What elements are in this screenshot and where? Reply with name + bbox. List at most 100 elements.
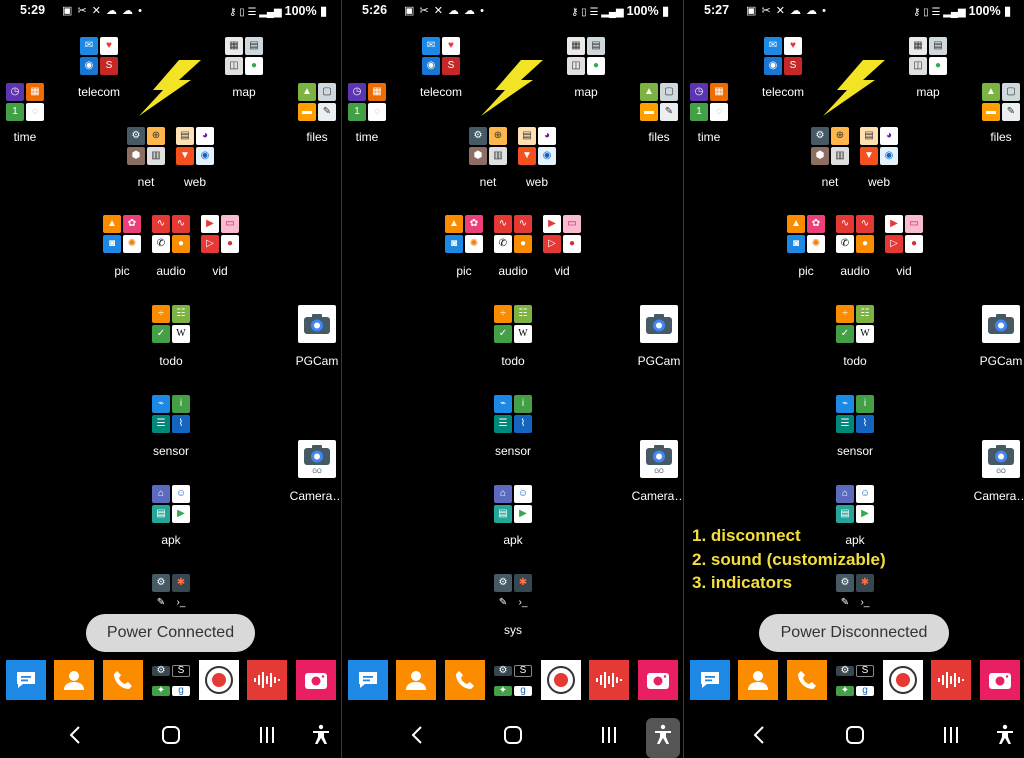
folder-telecom[interactable]: ✉ ♥ ◉ S (421, 36, 461, 76)
folder-icon: ▬ (982, 103, 1000, 121)
folder-todo[interactable]: ÷ ☷ ✓ W (835, 304, 875, 344)
folder-audio[interactable]: ∿ ∿ ✆ ● (835, 214, 875, 254)
label-camera: Camera… (289, 489, 341, 503)
folder-todo[interactable]: ÷ ☷ ✓ W (493, 304, 533, 344)
folder-sensor[interactable]: ⌁ i ☰ ⌇ (835, 394, 875, 434)
recents-button[interactable] (252, 724, 282, 752)
status-right: ⚷ ▯ ☰ ▂▄▆100% ▮ (571, 3, 669, 18)
back-button[interactable] (61, 724, 91, 752)
folder-vid[interactable]: ▶ ▭ ▷ ● (542, 214, 582, 254)
folder-sys[interactable]: ⚙ ✱ ✎ ›_ (151, 573, 191, 613)
tools-folder-dock[interactable]: ⚙ S ✦ g (493, 660, 533, 700)
home-button[interactable] (156, 724, 186, 752)
folder-net[interactable]: ⚙ ⊕ ⬢ ▥ (126, 126, 166, 166)
phone-app-icon[interactable] (103, 660, 143, 700)
folder-time[interactable]: ◷ ▦ 1 ◌ (5, 82, 45, 122)
phone-screen-1: 5:29 ▣ ✂ ✕ ☁ ☁ • ⚷ ▯ ☰ ▂▄▆100% ▮ ✉ ♥ ◉ S… (0, 0, 341, 758)
folder-pic[interactable]: ▲ ✿ ◙ ✺ (786, 214, 826, 254)
folder-files[interactable]: ▲ ▢ ▬ ✎ (639, 82, 679, 122)
camera-red-app-icon[interactable] (638, 660, 678, 700)
camera-red-app-icon[interactable] (296, 660, 336, 700)
folder-apk[interactable]: ⌂ ☺ ▤ ▶ (493, 484, 533, 524)
folder-telecom[interactable]: ✉ ♥ ◉ S (763, 36, 803, 76)
waveform-dock-icon (254, 672, 280, 688)
pgcam-app-icon[interactable] (298, 305, 336, 343)
accessibility-button[interactable] (990, 724, 1020, 752)
pgcam-app-icon[interactable] (640, 305, 678, 343)
folder-apk[interactable]: ⌂ ☺ ▤ ▶ (835, 484, 875, 524)
folder-sys[interactable]: ⚙ ✱ ✎ ›_ (835, 573, 875, 613)
camera-red-app-icon[interactable] (980, 660, 1020, 700)
folder-files[interactable]: ▲ ▢ ▬ ✎ (297, 82, 337, 122)
home-button[interactable] (498, 724, 528, 752)
label-todo: todo (501, 354, 525, 368)
folder-vid[interactable]: ▶ ▭ ▷ ● (200, 214, 240, 254)
camera-go-app-icon[interactable]: GO (640, 440, 678, 478)
camera-go-app-icon[interactable]: GO (298, 440, 336, 478)
play-icon: ▷ (201, 235, 219, 253)
browser-icon: ◉ (880, 147, 898, 165)
label-pic: pic (114, 264, 130, 278)
home-button[interactable] (840, 724, 870, 752)
messages-app-icon[interactable] (348, 660, 388, 700)
phone-app-icon[interactable] (787, 660, 827, 700)
messages-app-icon[interactable] (690, 660, 730, 700)
folder-audio[interactable]: ∿ ∿ ✆ ● (493, 214, 533, 254)
audio-recorder-app-icon[interactable] (589, 660, 629, 700)
folder-web[interactable]: ▤ ◕ ▼ ◉ (859, 126, 899, 166)
contacts-app-icon[interactable] (738, 660, 778, 700)
folder-net[interactable]: ⚙ ⊕ ⬢ ▥ (810, 126, 850, 166)
phone-screen-3: 5:27 ▣ ✂ ✕ ☁ ☁ • ⚷ ▯ ☰ ▂▄▆100% ▮ ✉ ♥ ◉ S… (684, 0, 1024, 758)
folder-apk[interactable]: ⌂ ☺ ▤ ▶ (151, 484, 191, 524)
audio-recorder-app-icon[interactable] (247, 660, 287, 700)
folder-pic[interactable]: ▲ ✿ ◙ ✺ (444, 214, 484, 254)
folder-sensor[interactable]: ⌁ i ☰ ⌇ (493, 394, 533, 434)
accessibility-button[interactable] (306, 724, 336, 752)
folder-net[interactable]: ⚙ ⊕ ⬢ ▥ (468, 126, 508, 166)
folder-files[interactable]: ▲ ▢ ▬ ✎ (981, 82, 1021, 122)
folder-web[interactable]: ▤ ◕ ▼ ◉ (517, 126, 557, 166)
folder-map[interactable]: ▦ ▤ ◫ ● (566, 36, 606, 76)
folder-vid[interactable]: ▶ ▭ ▷ ● (884, 214, 924, 254)
folder-audio[interactable]: ∿ ∿ ✆ ● (151, 214, 191, 254)
contacts-app-icon[interactable] (54, 660, 94, 700)
camera-small-icon: ◙ (103, 235, 121, 253)
audio-recorder-app-icon[interactable] (931, 660, 971, 700)
checklist-icon: ☷ (514, 305, 532, 323)
store-icon: ⌂ (152, 485, 170, 503)
tools-folder-dock[interactable]: ⚙ S ✦ g (835, 660, 875, 700)
aperture-icon: ✺ (807, 235, 825, 253)
tools-folder-dock[interactable]: ⚙ S ✦ g (151, 660, 191, 700)
folder-telecom[interactable]: ✉ ♥ ◉ S (79, 36, 119, 76)
accessibility-button[interactable] (646, 718, 680, 758)
folder-time[interactable]: ◷ ▦ 1 ◌ (689, 82, 729, 122)
store-icon: ⌂ (836, 485, 854, 503)
recorder-app-icon[interactable] (541, 660, 581, 700)
recents-button[interactable] (594, 724, 624, 752)
phone-app-icon[interactable] (445, 660, 485, 700)
messages-app-icon[interactable] (6, 660, 46, 700)
folder-sensor[interactable]: ⌁ i ☰ ⌇ (151, 394, 191, 434)
recents-button[interactable] (936, 724, 966, 752)
back-icon (753, 726, 764, 744)
camera-go-app-icon[interactable]: GO (982, 440, 1020, 478)
folder-web[interactable]: ▤ ◕ ▼ ◉ (175, 126, 215, 166)
android-files-icon: ▲ (298, 83, 316, 101)
recorder-app-icon[interactable] (199, 660, 239, 700)
folder-map[interactable]: ▦ ▤ ◫ ● (224, 36, 264, 76)
back-button[interactable] (745, 724, 775, 752)
pgcam-app-icon[interactable] (982, 305, 1020, 343)
recorder-app-icon[interactable] (883, 660, 923, 700)
contacts-app-icon[interactable] (396, 660, 436, 700)
label-sensor: sensor (494, 444, 532, 458)
bug-icon: ✱ (856, 574, 874, 592)
folder-time[interactable]: ◷ ▦ 1 ◌ (347, 82, 387, 122)
back-button[interactable] (403, 724, 433, 752)
document-icon: ▢ (1002, 83, 1020, 101)
android-icon: ☺ (172, 485, 190, 503)
folder-todo[interactable]: ÷ ☷ ✓ W (151, 304, 191, 344)
calc-icon: ÷ (152, 305, 170, 323)
folder-sys[interactable]: ⚙ ✱ ✎ ›_ (493, 573, 533, 613)
folder-pic[interactable]: ▲ ✿ ◙ ✺ (102, 214, 142, 254)
folder-map[interactable]: ▦ ▤ ◫ ● (908, 36, 948, 76)
